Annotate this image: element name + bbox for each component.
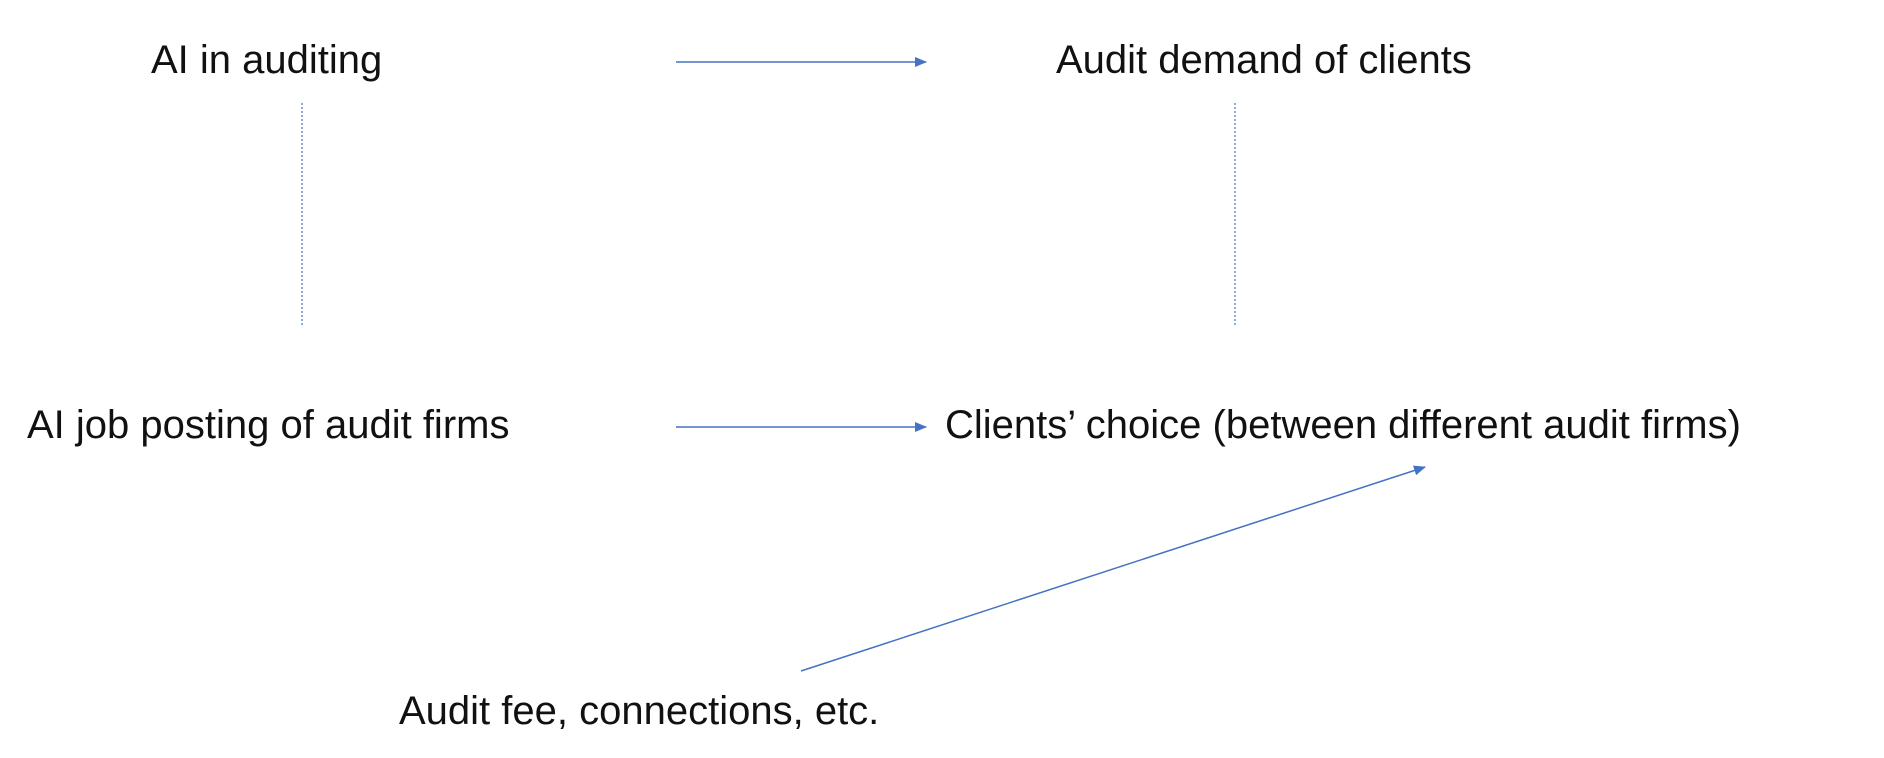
node-ai-in-auditing: AI in auditing: [151, 38, 383, 82]
edge-audit-fee-to-clients-choice: [800, 465, 1426, 672]
node-clients-choice: Clients’ choice (between different audit…: [945, 403, 1741, 447]
node-audit-fee-connections: Audit fee, connections, etc.: [399, 689, 880, 733]
node-ai-job-posting: AI job posting of audit firms: [27, 403, 510, 447]
node-audit-demand-of-clients: Audit demand of clients: [1056, 38, 1472, 82]
